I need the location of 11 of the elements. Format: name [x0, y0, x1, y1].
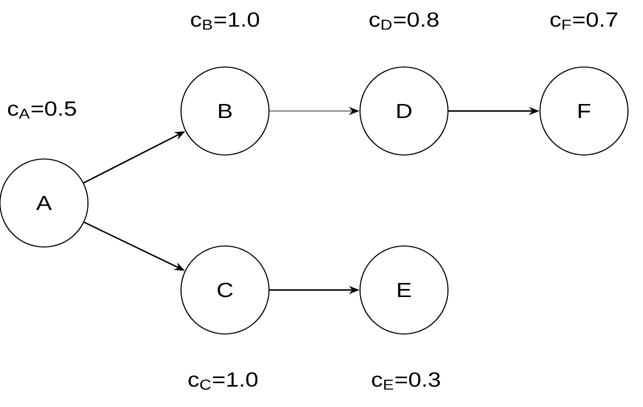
circle-node: D [359, 66, 449, 156]
circle-node: C [180, 245, 270, 335]
node-caption: c$_{C}$=1.0 [188, 372, 258, 390]
node-caption: c$_{B}$=1.0 [191, 12, 260, 30]
node-caption: c$_{E}$=0.3 [372, 372, 440, 390]
node-caption: c$_{F}$=0.7 [550, 12, 618, 30]
circle-node: E [359, 245, 449, 335]
node-caption: c$_{A}$=0.5 [8, 101, 76, 119]
circle-node: B [180, 66, 270, 156]
circle-node: F [539, 66, 629, 156]
node-caption: c$_{D}$=0.8 [370, 12, 438, 30]
